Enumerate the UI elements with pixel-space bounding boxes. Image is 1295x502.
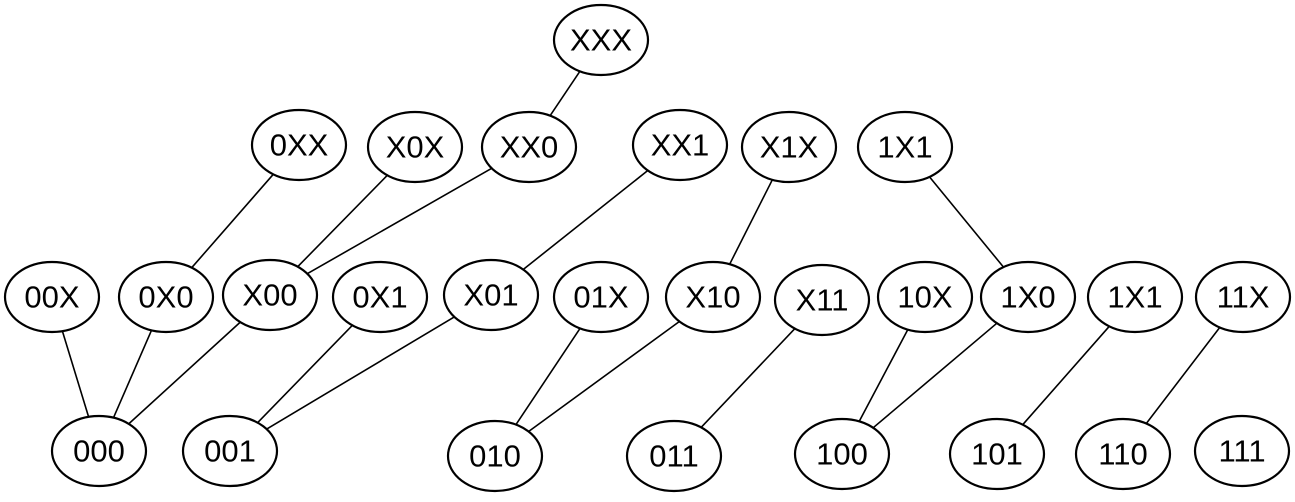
node-X01: X01: [442, 258, 540, 332]
edge-layer: [61, 70, 1221, 433]
edge-00X-000: [61, 330, 90, 418]
node-label: 01X: [573, 280, 628, 315]
node-label: 11X: [1217, 280, 1270, 315]
edge-1X1-101: [1022, 325, 1110, 426]
node-XX0: XX0: [480, 110, 578, 184]
edge-XXX-XX0: [549, 70, 581, 117]
node-label: 0XX: [270, 128, 329, 163]
node-label: X1X: [760, 130, 819, 165]
node-label: 10X: [897, 280, 952, 315]
node-1X1-top: 1X1: [856, 110, 954, 184]
edge-01X-010: [515, 327, 581, 426]
node-X0X: X0X: [366, 110, 464, 184]
node-X10: X10: [664, 260, 762, 334]
node-label: 001: [204, 434, 256, 469]
edge-X0X-X00: [297, 174, 388, 268]
node-label: XX1: [651, 128, 710, 163]
node-label: 1X1: [1107, 280, 1162, 315]
node-label: XXX: [570, 23, 632, 58]
node-110: 110: [1074, 417, 1172, 491]
node-label: 1X1: [877, 130, 932, 165]
node-00X: 00X: [3, 260, 101, 334]
node-X11: X11: [773, 263, 871, 337]
edge-0X1-001: [257, 324, 353, 424]
node-01X: 01X: [552, 260, 650, 334]
edge-XX0-X00: [306, 167, 493, 275]
node-X1X: X1X: [740, 110, 838, 184]
edge-10X-100: [858, 329, 909, 422]
node-000: 000: [50, 414, 148, 488]
node-0XX: 0XX: [250, 108, 348, 182]
node-0X1: 0X1: [331, 260, 429, 334]
node-1X0: 1X0: [979, 260, 1077, 334]
edge-X10-010: [528, 320, 680, 433]
node-label: 0X0: [138, 280, 193, 315]
node-label: X0X: [386, 130, 445, 165]
node-010: 010: [446, 419, 544, 493]
node-11X: 11X: [1194, 260, 1292, 334]
edge-1X0-100: [872, 322, 998, 429]
edge-X01-001: [266, 316, 455, 430]
edge-XX1-X01: [522, 169, 649, 271]
node-label: XX0: [500, 130, 559, 165]
node-label: 011: [649, 439, 698, 474]
node-label: 0X1: [352, 280, 407, 315]
edge-0XX-0X0: [191, 173, 274, 269]
node-label: 100: [816, 437, 868, 472]
node-111: 111: [1193, 414, 1291, 488]
node-label: 000: [73, 434, 125, 469]
node-label: 110: [1098, 437, 1147, 472]
edge-0X0-000: [112, 329, 153, 419]
node-100: 100: [793, 417, 891, 491]
node-label: 00X: [24, 280, 79, 315]
node-label: X11: [796, 283, 849, 318]
edge-1X1_top-1X0: [928, 176, 1005, 268]
node-101: 101: [948, 417, 1046, 491]
node-label: 101: [971, 437, 1023, 472]
node-1X1: 1X1: [1086, 260, 1184, 334]
edge-X1X-X10: [728, 179, 774, 265]
node-label: 010: [469, 439, 521, 474]
node-XX1: XX1: [631, 108, 729, 182]
node-X00: X00: [221, 258, 319, 332]
node-label: 1X0: [1000, 280, 1055, 315]
node-XXX: XXX: [552, 3, 650, 77]
node-011: 011: [625, 419, 723, 493]
node-label: X10: [685, 280, 740, 315]
node-001: 001: [181, 414, 279, 488]
edge-X11-011: [700, 328, 796, 428]
node-10X: 10X: [876, 260, 974, 334]
node-label: X00: [242, 278, 297, 313]
node-0X0: 0X0: [117, 260, 215, 334]
edge-X00-000: [128, 321, 241, 425]
node-layer: XXX 0XX X0X XX0 XX1 X1X 1X1 00X 0X0 X00 …: [3, 3, 1292, 493]
node-label: 111: [1218, 434, 1265, 469]
node-label: X01: [463, 278, 518, 313]
edge-11X-110: [1145, 326, 1221, 425]
